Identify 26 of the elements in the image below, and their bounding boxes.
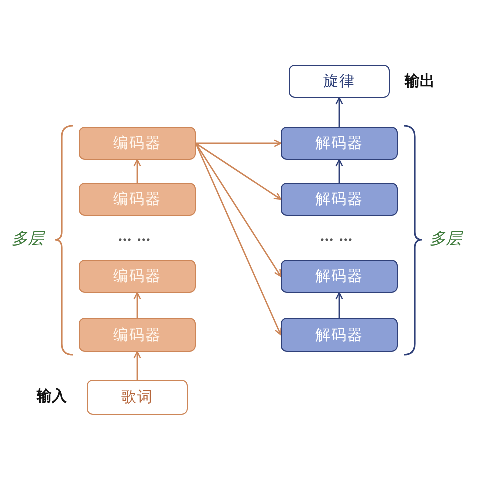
arrow: [196, 140, 282, 148]
encoder-box: 编码器: [79, 318, 196, 352]
layer-label: 多层: [430, 229, 462, 250]
ellipsis-dots: … …: [320, 229, 353, 245]
encoder-box: 编码器: [79, 260, 196, 293]
decoder-box: 解码器: [281, 127, 398, 160]
side-label: 输出: [405, 72, 435, 91]
arrow: [134, 159, 142, 183]
encoder-box: 编码器: [79, 127, 196, 160]
decoder-box: 解码器: [281, 183, 398, 216]
arrow: [336, 292, 344, 318]
decoder-box: 解码器: [281, 260, 398, 293]
input-box: 歌词: [87, 380, 188, 415]
decoder-box: 解码器: [281, 318, 398, 352]
arrow: [195, 143, 282, 278]
arrow: [336, 159, 344, 183]
arrow: [196, 142, 282, 200]
layer-label: 多层: [12, 229, 44, 250]
encoder-box: 编码器: [79, 183, 196, 216]
side-label: 输入: [37, 387, 67, 406]
arrow: [195, 143, 282, 336]
ellipsis-dots: … …: [118, 229, 151, 245]
arrow: [336, 97, 344, 127]
output-box: 旋律: [289, 65, 390, 98]
arrow: [134, 292, 142, 318]
arrow: [134, 351, 142, 380]
